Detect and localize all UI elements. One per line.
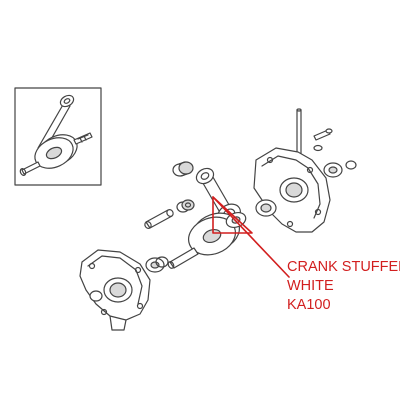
callout-arrow	[212, 196, 290, 278]
callout-line-part-name: CRANK STUFFER	[287, 259, 400, 275]
needle-bearing	[172, 161, 195, 213]
crankshaft	[167, 211, 247, 269]
callout-line-color: WHITE	[287, 278, 334, 294]
crankcase-half-right	[253, 108, 357, 233]
crankshaft-inset	[14, 87, 102, 186]
part-callout-label: CRANK STUFFER WHITE KA100	[287, 258, 400, 315]
crankcase-half-left	[79, 249, 169, 331]
piston-pin	[144, 209, 174, 229]
oil-seal-left	[145, 256, 169, 273]
oil-seal	[255, 199, 277, 217]
oil-seal-right	[323, 162, 343, 178]
callout-line-model: KA100	[287, 297, 331, 313]
